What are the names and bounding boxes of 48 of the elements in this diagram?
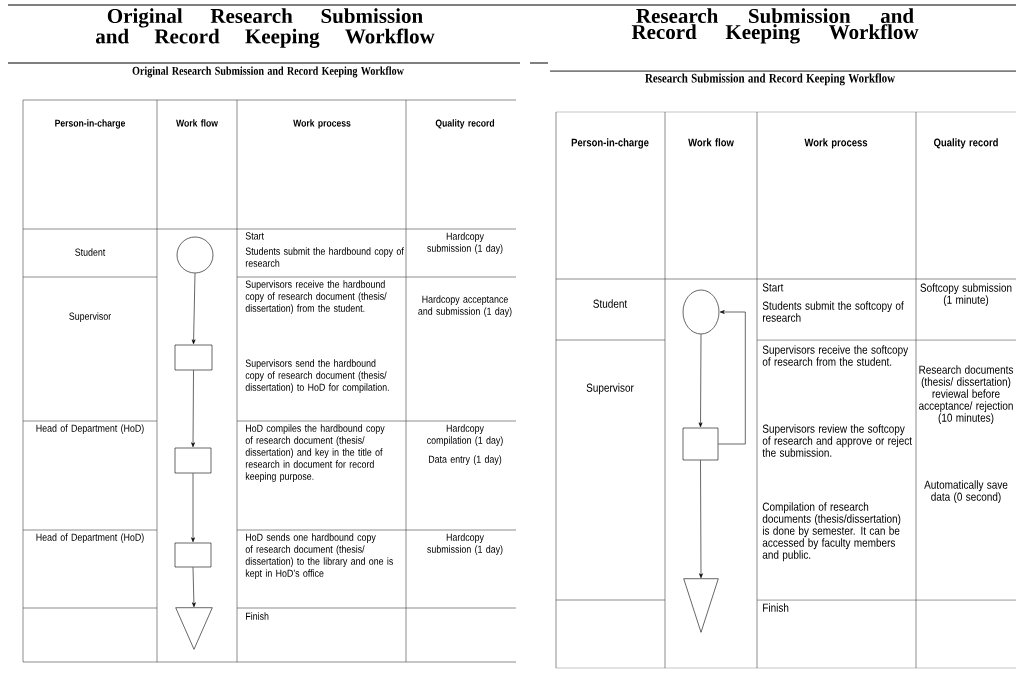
column-header: Person-in-charge: [571, 138, 649, 149]
cell-text: Student: [593, 299, 628, 308]
cell-text: Students submit the hardbound copy of research: [245, 247, 404, 267]
process-box: [174, 447, 212, 474]
cell-text: Students submit the softcopy of research: [762, 301, 904, 322]
arrow: [191, 273, 196, 345]
column-header: Work flow: [688, 138, 734, 147]
column-header: Person-in-charge: [55, 119, 126, 129]
start-circle: [176, 236, 214, 274]
heading: Research Submission and Record Keeping Workflow: [631, 8, 919, 44]
arrow: [698, 334, 703, 428]
start-circle: [682, 289, 720, 335]
arrow: [191, 370, 195, 448]
cell-text: Softcopy submission (1 minute): [920, 283, 1012, 307]
end-triangle: [683, 578, 719, 633]
cell-text: Automatically save data (0 second): [924, 480, 1008, 504]
arrow: [699, 460, 703, 579]
cell-text: Supervisor: [586, 383, 634, 395]
cell-text: Supervisors receive the hardbound copy of research document (thesis/ dissertation) from the student.: [245, 280, 387, 314]
subheading: Research Submission and Record Keeping Workflow: [645, 73, 895, 86]
cell-text: Research documents (thesis/ dissertation) reviewal before acceptance/ rejection (10 minutes): [919, 365, 1014, 425]
heading: Original Research Submission and Record Keeping Workflow: [95, 8, 435, 48]
cell-text: Student: [75, 248, 106, 256]
cell-text: Hardcopy submission (1 day): [427, 232, 503, 254]
arrow: [718, 310, 746, 445]
column-header: Work process: [804, 138, 868, 149]
end-triangle: [175, 607, 213, 650]
cell-text: Data entry (1 day): [428, 455, 502, 465]
process-box: [174, 344, 213, 371]
cell-text: Hardcopy acceptance and submission (1 day): [418, 295, 512, 317]
cell-text: Head of Department (HoD): [36, 424, 144, 434]
arrow: [191, 473, 195, 543]
cell-text: Hardcopy compilation (1 day): [427, 424, 503, 446]
column-header: Work process: [293, 119, 351, 129]
process-box: [682, 427, 719, 461]
cell-text: Supervisor: [69, 312, 111, 322]
column-header: Work flow: [176, 119, 218, 127]
cell-text: HoD sends one hardbound copy of research document (thesis/ dissertation) to the library and one is kept in HoD’s office: [245, 533, 393, 579]
subheading: Original Research Submission and Record Keeping Workflow: [132, 66, 404, 78]
arrow: [192, 567, 196, 608]
process-box: [174, 542, 212, 568]
cell-text: Supervisors receive the softcopy of research from the student.: [762, 345, 909, 366]
cell-text: Finish: [246, 612, 269, 620]
cell-text: HoD compiles the hardbound copy of research document (thesis/ dissertation) and key in the title of research in document for record keeping purpose.: [245, 424, 385, 482]
column-header: Quality record: [934, 138, 998, 149]
cell-text: Compilation of research documents (thesis/dissertation) is done by semester. It can be accessed by faculty members and public.: [762, 502, 901, 562]
column-header: Quality record: [435, 119, 495, 129]
cell-text: Hardcopy submission (1 day): [427, 533, 503, 555]
